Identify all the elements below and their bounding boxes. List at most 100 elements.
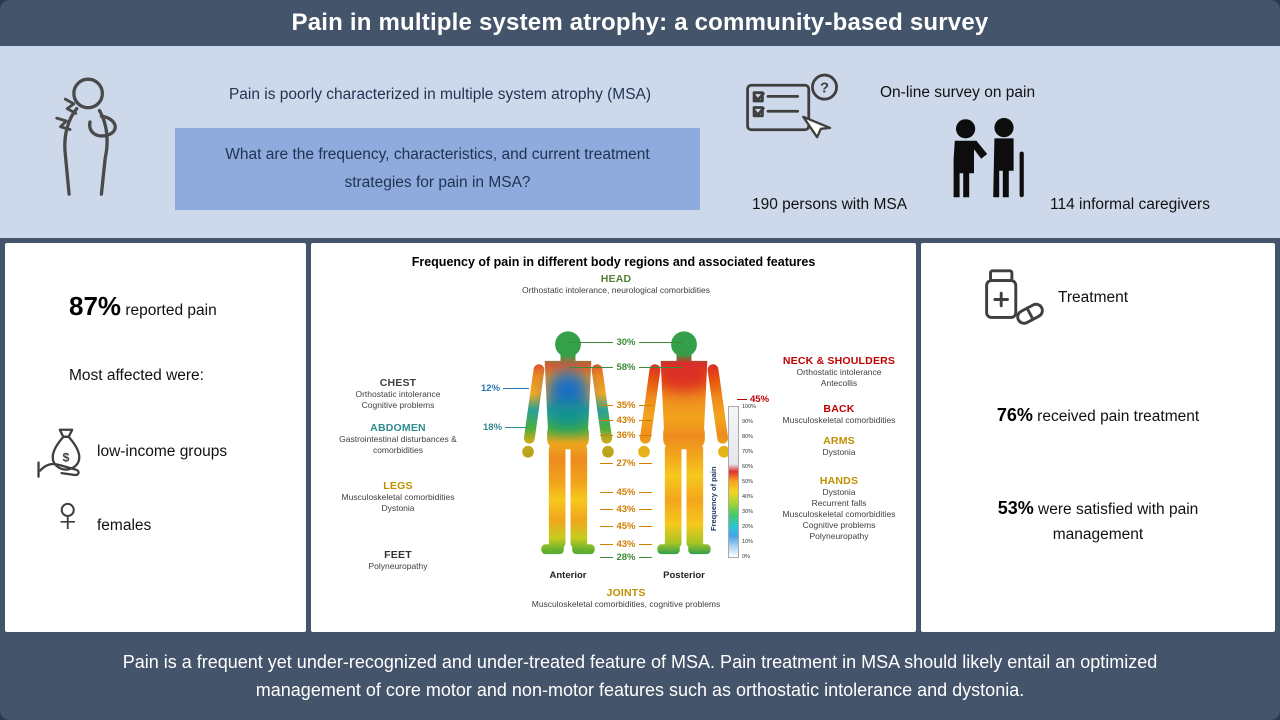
leader-line (638, 367, 683, 368)
colorbar-tick: 80% (742, 434, 754, 440)
pain-pct-head-posterior: 58% (541, 362, 711, 373)
pain-pct-9: 28% (579, 552, 673, 563)
treatment-label: Treatment (1058, 289, 1129, 306)
pain-pct-abdomen: 18% (483, 422, 528, 433)
colorbar-ticks: 100% 90% 80% 70% 60% 50% 40% 30% 20% 10% 0% (742, 404, 756, 560)
region-feature: Orthostatic intolerance (355, 389, 441, 399)
survey-label: On-line survey on pain (880, 84, 1036, 101)
pain-pct-head-anterior: 30% (541, 337, 711, 348)
pain-pct-chest: 12% (481, 383, 530, 394)
prevalence-label: reported pain (125, 302, 217, 319)
anterior-body-heatmap (522, 331, 614, 555)
intro-band: Pain is poorly characterized in multiple… (0, 46, 1280, 238)
leader-line (569, 342, 614, 343)
colorbar-tick: 100% (742, 404, 757, 410)
satisfaction-stat: 53% were satisfied with pain management (963, 495, 1233, 547)
colorbar-tick: 0% (742, 554, 750, 560)
research-question-line2: strategies for pain in MSA? (344, 174, 531, 191)
region-feature: Gastrointestinal disturbances & (339, 434, 457, 444)
most-affected-heading: Most affected were: (69, 367, 204, 384)
svg-text:?: ? (820, 81, 829, 97)
problem-statement: Pain is poorly characterized in multiple… (228, 86, 652, 103)
posterior-caption: Posterior (663, 570, 705, 581)
region-neck-shoulders: NECK & SHOULDERS Orthostatic intolerance… (763, 355, 915, 389)
caregiver-count: 114 informal caregivers (1050, 196, 1210, 213)
conclusion-line1: Pain is a frequent yet under-recognized … (122, 651, 1158, 672)
pain-pct-neck: 45% (737, 394, 769, 405)
colorbar-tick: 20% (742, 524, 754, 530)
pain-pct-8: 43% (579, 539, 673, 550)
region-feature: Dystonia (381, 503, 415, 514)
figure-panel: Frequency of pain in different body regi… (311, 243, 916, 632)
satisfaction-stat-label: were satisfied with pain management (1038, 501, 1199, 543)
posterior-body-heatmap (638, 331, 730, 555)
colorbar-tick: 40% (742, 494, 754, 500)
pain-pct-4: 27% (579, 458, 673, 469)
satisfaction-value: 53% (997, 498, 1034, 518)
caregivers-icon (953, 118, 1024, 198)
region-feature: Musculoskeletal comorbidities (782, 509, 896, 520)
region-feature: Musculoskeletal comorbidities, cognitive… (531, 599, 721, 609)
neck-pain-person-icon (55, 77, 117, 196)
pain-pct-7: 45% (579, 521, 673, 532)
medication-icon (985, 269, 1044, 325)
region-feature: Antecollis (820, 378, 858, 389)
colorbar-tick: 10% (742, 539, 754, 545)
region-feet: FEET Polyneuropathy (313, 549, 483, 572)
colorbar-tick: 30% (742, 509, 754, 515)
pain-pct-5: 45% (579, 487, 673, 498)
anterior-caption: Anterior (549, 570, 587, 581)
pain-pct-2: 43% (579, 415, 673, 426)
pain-pct-1: 35% (579, 400, 673, 411)
frequency-colorbar (728, 406, 739, 558)
treatment-stat: 76% received pain treatment (921, 405, 1275, 426)
region-feature: Orthostatic intolerance, neurological co… (521, 285, 711, 295)
msa-count: 190 persons with MSA (752, 196, 908, 213)
treatment-stat-label: received pain treatment (1037, 408, 1200, 425)
pain-prevalence-stat: 87% reported pain (69, 291, 217, 322)
region-feature: Musculoskeletal comorbidities (782, 415, 896, 425)
region-feature: comorbidities (372, 445, 424, 456)
colorbar-label: Frequency of pain (709, 466, 718, 531)
region-feature: Polyneuropathy (368, 561, 428, 571)
region-feature: Recurrent falls (811, 498, 867, 509)
colorbar-tick: 90% (742, 419, 754, 425)
females-label: females (97, 517, 152, 534)
conclusion-bar: Pain is a frequent yet under-recognized … (0, 632, 1280, 720)
research-question-line1: What are the frequency, characteristics,… (225, 146, 650, 163)
conclusion-line2: management of core motor and non-motor f… (255, 679, 1025, 700)
colorbar-tick: 60% (742, 464, 754, 470)
treatment-panel: Treatment 76% received pain treatment 53… (921, 243, 1275, 632)
low-income-label: low-income groups (97, 443, 228, 460)
region-feature: Musculoskeletal comorbidities (341, 492, 455, 502)
leader-line (569, 367, 614, 368)
svg-text:$: $ (63, 451, 70, 465)
colorbar-tick: 70% (742, 449, 754, 455)
region-joints: JOINTS Musculoskeletal comorbidities, co… (491, 587, 761, 610)
region-abdomen: ABDOMEN Gastrointestinal disturbances &c… (313, 422, 483, 456)
prevalence-value: 87% (69, 291, 122, 321)
figure-area: HEAD Orthostatic intolerance, neurologic… (311, 243, 916, 632)
pain-pct-3: 36% (579, 430, 673, 441)
female-icon: ♀ (49, 486, 87, 542)
region-back: BACK Musculoskeletal comorbidities (763, 403, 915, 426)
money-hand-icon: $ (37, 428, 81, 478)
region-feature: Orthostatic intolerance (796, 367, 882, 377)
region-feature: Cognitive problems (361, 400, 435, 411)
page-title: Pain in multiple system atrophy: a commu… (291, 9, 989, 36)
treatment-value: 76% (996, 405, 1033, 425)
pain-pct-6: 43% (579, 504, 673, 515)
region-arms: ARMS Dystonia (763, 435, 915, 458)
figure-title: Frequency of pain in different body regi… (411, 255, 816, 269)
title-bar: Pain in multiple system atrophy: a commu… (0, 0, 1280, 46)
region-feature: Polyneuropathy (809, 531, 869, 542)
research-question-box: What are the frequency, characteristics,… (175, 128, 700, 210)
region-feature: Cognitive problems (802, 520, 876, 531)
region-feature: Dystonia (822, 447, 856, 457)
leader-line (638, 342, 683, 343)
colorbar-tick: 50% (742, 479, 754, 485)
